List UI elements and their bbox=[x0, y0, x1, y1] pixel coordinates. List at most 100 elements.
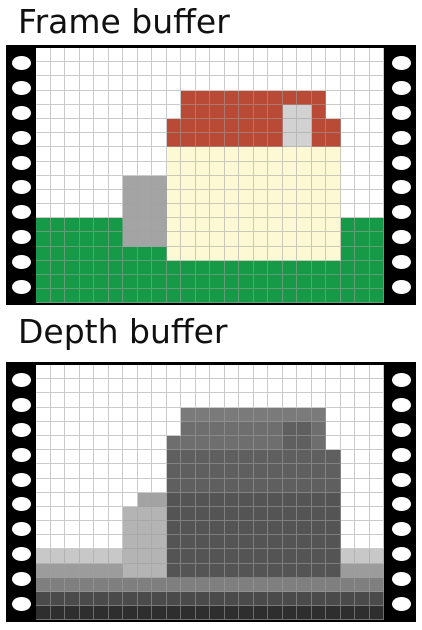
frame-buffer-pixel bbox=[326, 48, 341, 63]
depth-buffer-pixel bbox=[65, 435, 80, 451]
frame-buffer-pixel bbox=[166, 133, 181, 148]
depth-buffer-pixel bbox=[123, 435, 138, 451]
depth-buffer-pixel bbox=[65, 464, 80, 479]
depth-buffer-pixel bbox=[282, 379, 297, 394]
frame-buffer-pixel bbox=[224, 204, 239, 219]
depth-buffer-pixel bbox=[268, 393, 283, 408]
frame-buffer-pixel bbox=[311, 246, 326, 261]
frame-buffer-pixel bbox=[108, 76, 123, 91]
frame-buffer-pixel bbox=[152, 133, 167, 148]
frame-buffer-pixel bbox=[340, 289, 355, 304]
frame-buffer-pixel bbox=[369, 189, 384, 205]
frame-buffer-pixel bbox=[94, 175, 109, 190]
depth-buffer-pixel bbox=[50, 563, 65, 578]
depth-buffer-pixel bbox=[79, 393, 94, 408]
depth-buffer-pixel bbox=[94, 521, 109, 536]
depth-buffer-pixel bbox=[137, 521, 152, 536]
frame-buffer-pixel bbox=[108, 189, 123, 205]
frame-buffer-pixel bbox=[355, 133, 370, 148]
frame-buffer-pixel bbox=[369, 62, 384, 77]
depth-buffer-pixel bbox=[224, 379, 239, 394]
depth-buffer-pixel bbox=[108, 478, 123, 493]
frame-buffer-pixel bbox=[123, 289, 138, 304]
depth-buffer-pixel bbox=[123, 563, 138, 578]
frame-buffer-pixel bbox=[36, 118, 51, 134]
frame-buffer-pixel bbox=[137, 275, 152, 290]
frame-buffer-pixel bbox=[94, 260, 109, 275]
frame-buffer-pixel bbox=[195, 289, 210, 304]
depth-buffer-pixel bbox=[181, 365, 196, 380]
depth-buffer-pixel bbox=[137, 365, 152, 380]
depth-buffer-pixel bbox=[369, 393, 384, 408]
depth-buffer-pixel bbox=[36, 450, 51, 465]
depth-buffer-pixel bbox=[195, 506, 210, 522]
depth-buffer-pixel bbox=[137, 535, 152, 550]
frame-buffer-pixel bbox=[268, 260, 283, 275]
depth-buffer-pixel bbox=[355, 549, 370, 564]
depth-buffer-pixel bbox=[253, 563, 268, 578]
depth-buffer-pixel bbox=[181, 549, 196, 564]
frame-buffer-pixel bbox=[311, 48, 326, 63]
depth-buffer-pixel bbox=[152, 549, 167, 564]
depth-buffer-pixel bbox=[297, 464, 312, 479]
depth-buffer-pixel bbox=[326, 606, 341, 621]
depth-buffer-pixel bbox=[355, 521, 370, 536]
depth-buffer-pixel bbox=[65, 492, 80, 507]
frame-buffer-pixel bbox=[326, 118, 341, 134]
sprocket-hole bbox=[11, 447, 31, 462]
frame-buffer-pixel bbox=[355, 48, 370, 63]
depth-buffer-pixel bbox=[282, 592, 297, 607]
frame-buffer-pixel bbox=[152, 90, 167, 105]
frame-buffer-pixel bbox=[195, 246, 210, 261]
depth-buffer-pixel bbox=[94, 592, 109, 607]
depth-buffer-pixel bbox=[224, 563, 239, 578]
depth-buffer-pixel bbox=[50, 365, 65, 380]
depth-buffer-pixel bbox=[50, 421, 65, 436]
frame-buffer-pixel bbox=[123, 90, 138, 105]
depth-buffer-pixel bbox=[210, 464, 225, 479]
depth-buffer-pixel bbox=[94, 478, 109, 493]
frame-buffer-pixel bbox=[297, 204, 312, 219]
depth-buffer-pixel bbox=[268, 521, 283, 536]
depth-buffer-pixel bbox=[268, 563, 283, 578]
depth-buffer-pixel bbox=[311, 464, 326, 479]
frame-buffer-pixel bbox=[253, 232, 268, 247]
depth-buffer-pixel bbox=[195, 379, 210, 394]
frame-buffer-pixel bbox=[79, 175, 94, 190]
depth-buffer-pixel bbox=[94, 435, 109, 451]
frame-buffer-pixel bbox=[311, 218, 326, 233]
depth-buffer-pixel bbox=[166, 393, 181, 408]
frame-buffer-pixel bbox=[355, 147, 370, 162]
depth-buffer-pixel bbox=[79, 535, 94, 550]
depth-buffer-pixel bbox=[166, 421, 181, 436]
depth-buffer-pixel bbox=[311, 506, 326, 522]
frame-buffer-pixel bbox=[94, 161, 109, 176]
frame-buffer-pixel bbox=[253, 118, 268, 134]
depth-buffer-pixel bbox=[369, 435, 384, 451]
frame-buffer-pixel bbox=[340, 175, 355, 190]
depth-buffer-pixel bbox=[340, 435, 355, 451]
depth-buffer-pixel bbox=[195, 577, 210, 592]
frame-buffer-pixel bbox=[369, 133, 384, 148]
depth-buffer-pixel bbox=[79, 379, 94, 394]
frame-buffer-pixel bbox=[195, 232, 210, 247]
depth-buffer-pixel bbox=[224, 606, 239, 621]
depth-buffer-pixel bbox=[224, 592, 239, 607]
frame-buffer-pixel bbox=[297, 218, 312, 233]
frame-buffer-pixel bbox=[94, 189, 109, 205]
frame-buffer-pixel bbox=[369, 147, 384, 162]
depth-buffer-pixel bbox=[355, 450, 370, 465]
frame-buffer-pixel bbox=[268, 246, 283, 261]
depth-buffer-pixel bbox=[181, 506, 196, 522]
depth-buffer-film bbox=[6, 362, 416, 622]
frame-buffer-pixel bbox=[94, 118, 109, 134]
frame-buffer-pixel bbox=[210, 232, 225, 247]
frame-buffer-pixel bbox=[282, 161, 297, 176]
depth-buffer-pixel bbox=[152, 450, 167, 465]
depth-buffer-pixel bbox=[108, 506, 123, 522]
depth-buffer-pixel bbox=[326, 563, 341, 578]
depth-buffer-pixel bbox=[65, 407, 80, 422]
depth-buffer-pixel bbox=[340, 450, 355, 465]
frame-buffer-pixel bbox=[210, 189, 225, 205]
frame-buffer-pixel bbox=[137, 104, 152, 119]
